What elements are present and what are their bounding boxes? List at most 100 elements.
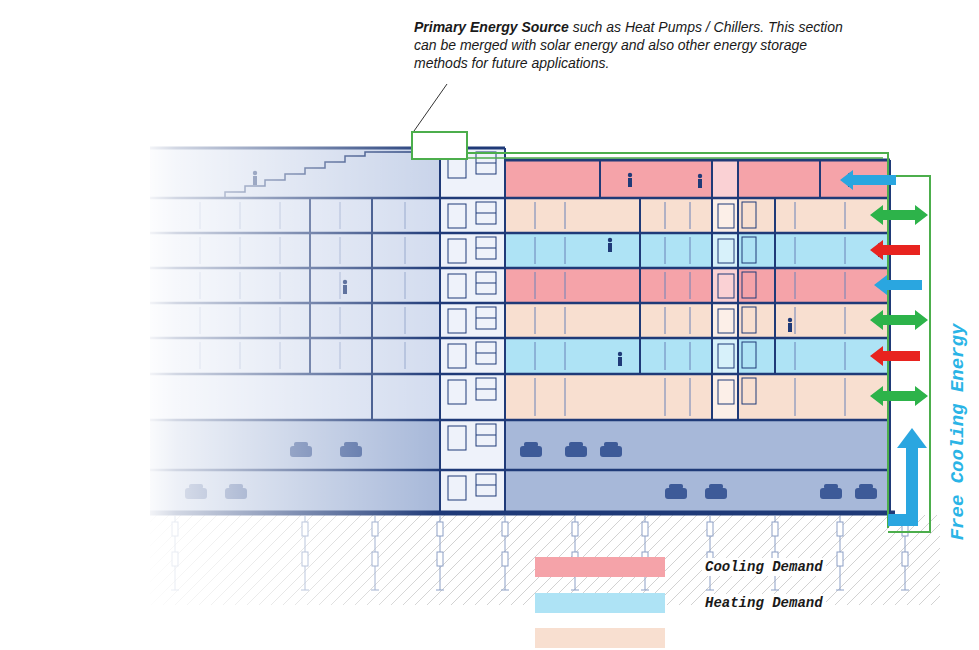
mullion: [665, 378, 666, 416]
stair: [742, 378, 756, 404]
mullion: [565, 342, 566, 370]
free-cooling-arrow: [888, 428, 927, 526]
mullion: [845, 378, 846, 416]
wall: [599, 160, 601, 198]
car: [705, 488, 727, 499]
stair-tread: [476, 283, 496, 284]
pile-foot: [706, 590, 714, 591]
car: [669, 484, 683, 489]
mullion: [565, 378, 566, 416]
lift: [448, 239, 466, 263]
pile-cap: [502, 522, 508, 536]
mullion: [535, 272, 536, 299]
lift: [718, 380, 734, 404]
pile-cap: [837, 552, 843, 566]
lift: [718, 204, 734, 228]
mullion: [795, 378, 796, 416]
mullion: [665, 307, 666, 334]
stair: [476, 307, 496, 329]
mullion: [665, 342, 666, 370]
lift: [448, 309, 466, 333]
mullion: [565, 202, 566, 229]
roof-slab: [505, 159, 890, 162]
car: [604, 442, 618, 447]
mullion: [690, 342, 691, 370]
car: [820, 488, 842, 499]
demand-band: [505, 374, 890, 420]
lift: [718, 309, 734, 333]
pipe: [467, 157, 883, 159]
pile-cap: [707, 522, 713, 536]
demand-band: [505, 160, 890, 198]
wall: [774, 198, 776, 374]
heating-arrow: [870, 240, 920, 260]
stair-tread: [476, 435, 496, 436]
mullion: [845, 272, 846, 299]
legend-swatch: [535, 593, 665, 613]
person: [628, 178, 632, 187]
callout-note: Primary Energy Sourcesuch as Heat Pumps …: [414, 18, 854, 72]
lift: [448, 344, 466, 368]
person: [698, 179, 702, 188]
stair-tread: [476, 213, 496, 214]
mullion: [665, 202, 666, 229]
lift: [448, 426, 466, 450]
person: [618, 357, 622, 366]
lift: [448, 204, 466, 228]
pile-foot: [571, 590, 579, 591]
person: [628, 173, 632, 177]
stair-tread: [476, 163, 496, 164]
mullion: [845, 342, 846, 370]
pile-foot: [901, 590, 909, 591]
car: [565, 446, 587, 457]
pile-foot: [641, 590, 649, 591]
pile-cap: [502, 552, 508, 566]
stair-tread: [476, 389, 496, 390]
person: [608, 243, 612, 252]
mullion: [690, 378, 691, 416]
callout-heading: Primary Energy Source: [414, 19, 569, 35]
stair: [476, 152, 496, 174]
demand-band: [505, 233, 890, 268]
demand-band: [505, 268, 890, 303]
car: [709, 484, 723, 489]
pile-foot: [836, 590, 844, 591]
stair: [476, 202, 496, 224]
mullion: [795, 237, 796, 264]
stair-tread: [476, 318, 496, 319]
fade-overlay: [140, 120, 440, 610]
pile-cap: [772, 522, 778, 536]
cooling-arrow: [840, 170, 896, 190]
heating-arrow: [870, 346, 920, 366]
mullion: [665, 237, 666, 264]
stair: [742, 272, 756, 298]
parking-band: [505, 420, 890, 512]
stair: [476, 342, 496, 364]
wall: [737, 160, 739, 420]
stair: [476, 424, 496, 446]
mullion: [535, 378, 536, 416]
stair: [742, 237, 756, 263]
person: [788, 318, 792, 322]
exchange-arrow: [870, 310, 928, 330]
mullion: [795, 342, 796, 370]
mullion: [535, 202, 536, 229]
lift: [718, 274, 734, 298]
stair-tread: [476, 353, 496, 354]
legend-label: Heating Demand: [702, 594, 826, 612]
car: [824, 484, 838, 489]
demand-band: [505, 198, 890, 233]
mullion: [845, 307, 846, 334]
stair: [742, 202, 756, 228]
mullion: [845, 202, 846, 229]
car: [665, 488, 687, 499]
wall: [819, 160, 821, 198]
pipe: [467, 153, 888, 528]
person: [608, 238, 612, 242]
person: [618, 352, 622, 356]
pile-cap: [837, 522, 843, 536]
pile-cap: [572, 522, 578, 536]
mullion: [565, 272, 566, 299]
legend-swatch: [535, 557, 665, 577]
